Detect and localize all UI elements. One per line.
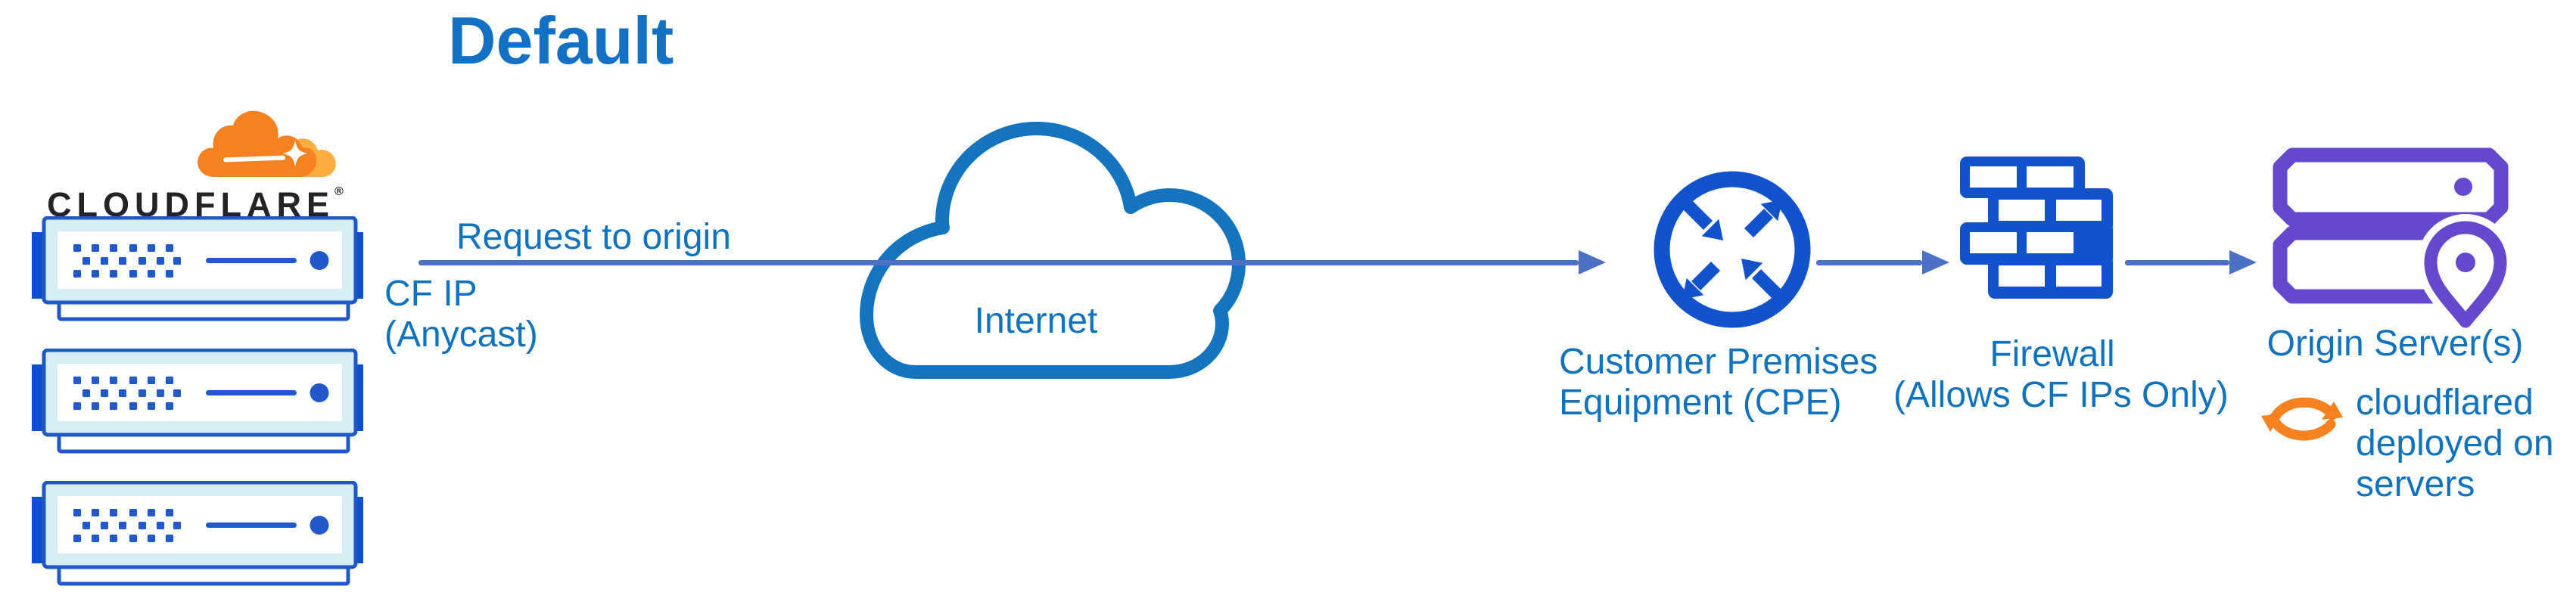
cpe-firewall-arrow-head bbox=[1922, 250, 1949, 274]
cpe-label: Customer Premises Equipment (CPE) bbox=[1559, 342, 1878, 423]
location-pin-icon bbox=[2424, 221, 2507, 328]
cloudflare-wordmark: CLOUDFLARE® bbox=[47, 185, 344, 224]
firewall-origin-arrow-head bbox=[2229, 250, 2257, 274]
cpe-router-icon bbox=[1654, 171, 1811, 328]
request-to-origin-label: Request to origin bbox=[456, 217, 731, 257]
origin-server-label: Origin Server(s) bbox=[2266, 324, 2524, 364]
cpe-firewall-arrow-line bbox=[1816, 260, 1922, 265]
cf-ip-anycast-label: CF IP (Anycast) bbox=[384, 274, 538, 355]
cloudflared-label: cloudflared deployed on servers bbox=[2356, 383, 2554, 504]
edge-server-icon bbox=[27, 481, 368, 587]
registered-mark: ® bbox=[334, 185, 344, 198]
cloudflared-sync-icon bbox=[2261, 397, 2343, 441]
firewall-label: Firewall (Allows CF IPs Only) bbox=[1893, 334, 2229, 415]
request-arrow-line bbox=[418, 260, 1579, 265]
internet-label: Internet bbox=[974, 301, 1098, 341]
firewall-origin-arrow-line bbox=[2125, 260, 2229, 265]
origin-server-icon bbox=[2273, 147, 2514, 335]
cloudflare-logo-icon bbox=[198, 110, 336, 177]
edge-server-icon bbox=[27, 349, 368, 454]
internet-cloud-icon bbox=[860, 122, 1246, 379]
request-arrow-head bbox=[1579, 250, 1606, 274]
edge-server-icon bbox=[27, 216, 368, 322]
firewall-icon bbox=[1960, 157, 2113, 299]
page-title: Default bbox=[448, 3, 674, 78]
